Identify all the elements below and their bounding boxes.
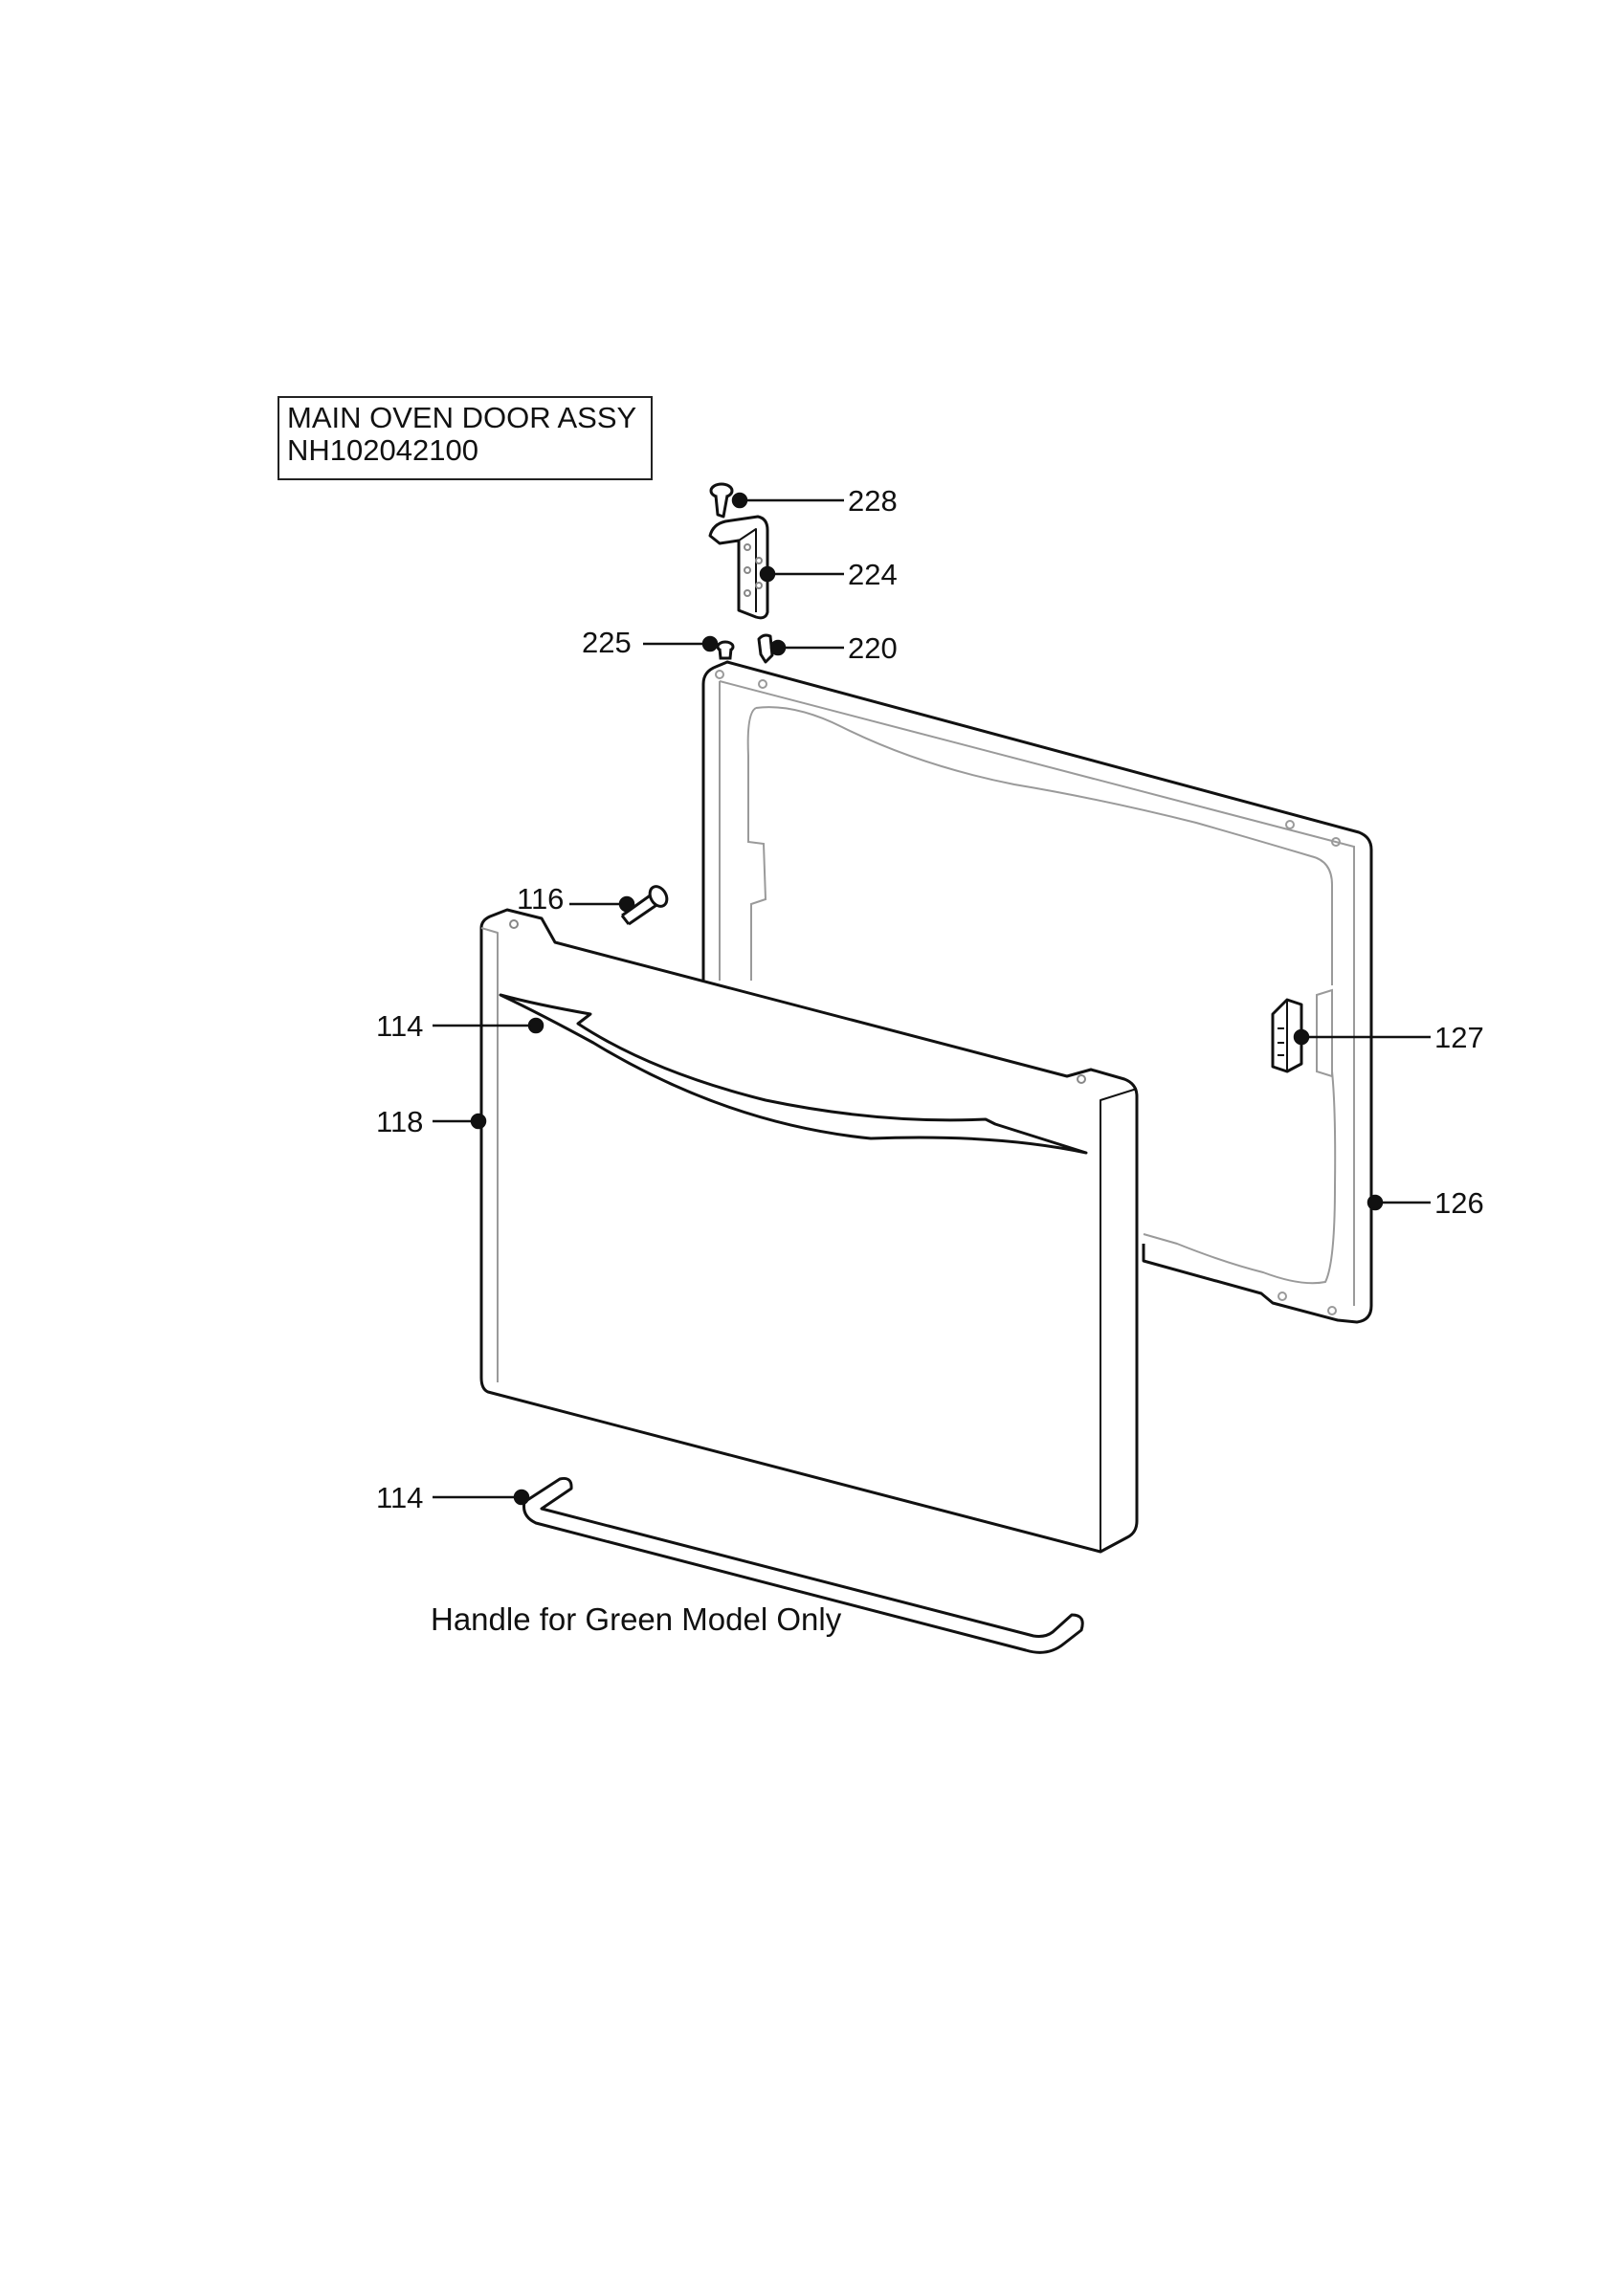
handle-note: Handle for Green Model Only <box>431 1601 842 1637</box>
screw-228 <box>709 482 734 519</box>
hinge-plate-224 <box>708 515 769 620</box>
callout-225: 225 <box>582 626 632 659</box>
callout-118: 118 <box>376 1105 423 1138</box>
callout-labels: 228 224 225 220 116 114 118 127 126 114 … <box>376 484 1484 1637</box>
pin-220 <box>757 633 774 664</box>
door-catch-part <box>1271 998 1303 1073</box>
front-panel-holes <box>509 919 1086 1084</box>
rear-door-frame <box>701 660 1373 1324</box>
hinge-plate-holes <box>744 543 763 597</box>
assembly-name: MAIN OVEN DOOR ASSY <box>287 401 637 434</box>
rear-frame-inner-outline <box>715 670 1355 1315</box>
callout-224: 224 <box>848 558 898 591</box>
callout-220: 220 <box>848 631 898 665</box>
callout-228: 228 <box>848 484 898 518</box>
leader-lines <box>433 492 1431 1506</box>
callout-116: 116 <box>517 882 564 916</box>
door-handle-curved <box>499 993 1088 1155</box>
bush-225 <box>716 640 735 660</box>
tube-handle-green-model <box>522 1477 1084 1654</box>
callout-127: 127 <box>1434 1021 1484 1054</box>
callout-126: 126 <box>1434 1186 1484 1220</box>
callout-114-top: 114 <box>376 1009 423 1043</box>
callout-114-bottom: 114 <box>376 1481 423 1514</box>
title-block: MAIN OVEN DOOR ASSY NH102042100 <box>278 396 653 480</box>
front-door-panel <box>479 908 1139 1554</box>
part-number: NH102042100 <box>287 433 478 467</box>
